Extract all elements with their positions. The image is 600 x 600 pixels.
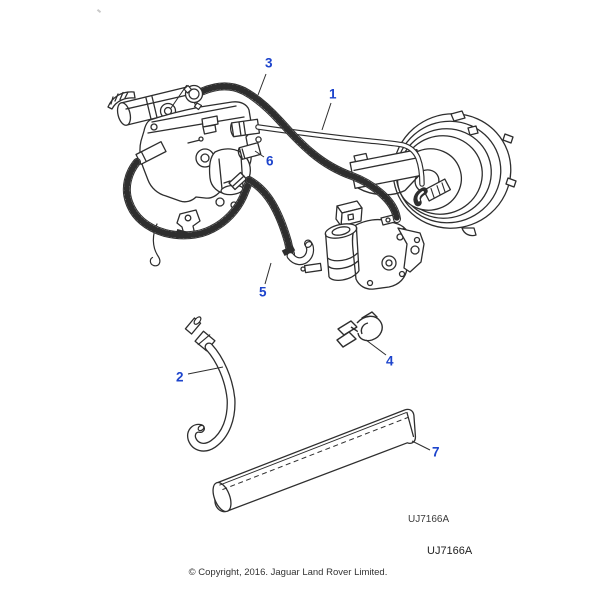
corrugated-hose-3 bbox=[170, 82, 401, 223]
leader-lines bbox=[187, 73, 431, 451]
copyright-notice: © Copyright, 2016. Jaguar Land Rover Lim… bbox=[188, 567, 388, 578]
elbow-hose-2 bbox=[184, 316, 236, 452]
vacuum-hose-5 bbox=[122, 158, 315, 266]
abs-module bbox=[300, 200, 425, 290]
callout-7[interactable]: 7 bbox=[432, 444, 440, 460]
diagram-code-footer: UJ7166A bbox=[427, 545, 473, 557]
callout-5[interactable]: 5 bbox=[259, 284, 267, 300]
foam-sleeve-7 bbox=[212, 408, 417, 513]
callout-2[interactable]: 2 bbox=[176, 369, 184, 385]
callout-3[interactable]: 3 bbox=[265, 55, 273, 71]
callout-4[interactable]: 4 bbox=[386, 353, 394, 369]
diagram-code-inline: UJ7166A bbox=[408, 514, 450, 525]
callout-6[interactable]: 6 bbox=[266, 153, 274, 169]
callout-1[interactable]: 1 bbox=[329, 86, 337, 102]
spring-clip-4 bbox=[336, 311, 383, 348]
vacuum-pipe-1 bbox=[255, 124, 452, 207]
engine-assembly bbox=[107, 86, 252, 267]
connector-sleeve-6 bbox=[230, 118, 262, 160]
fluid-reservoir bbox=[349, 149, 423, 196]
